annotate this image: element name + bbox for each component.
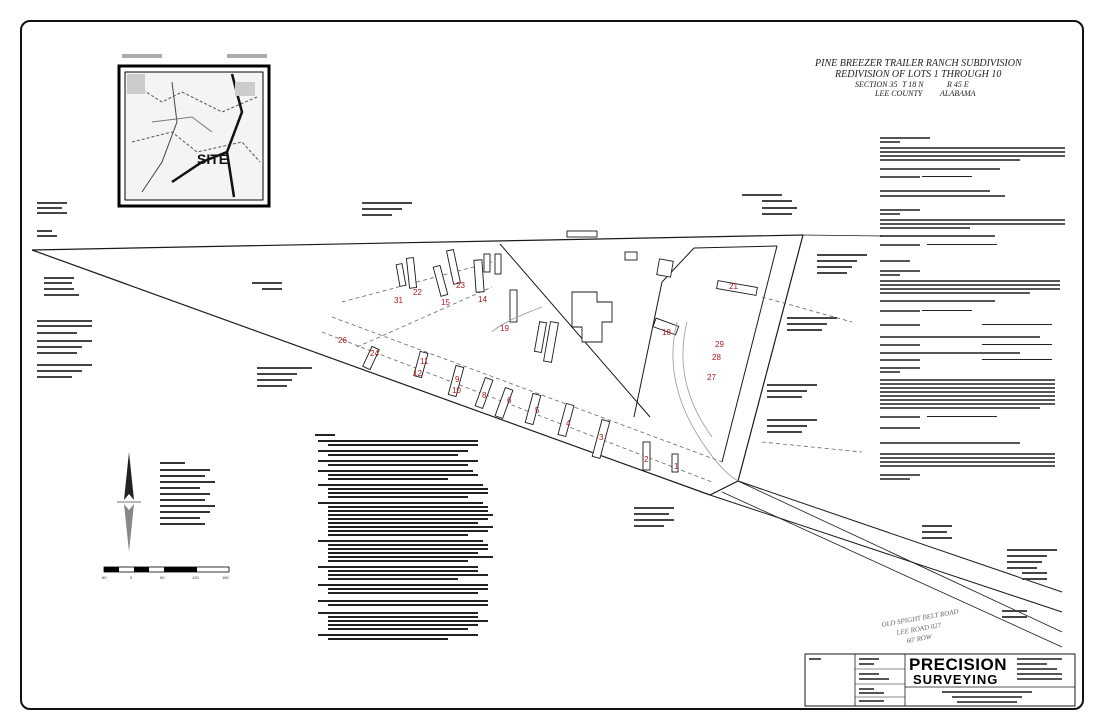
road-label: OLD SPIGHT BELT ROAD LEE ROAD 027 60' RO… (881, 608, 959, 645)
scale-tick-4: 120 (192, 575, 199, 580)
lot-number-1: 1 (674, 462, 679, 471)
title-township: T 18 N (902, 80, 924, 89)
company-name-top: PRECISION (909, 655, 1008, 674)
title-line1: PINE BREEZER TRAILER RANCH SUBDIVISION (814, 58, 1023, 69)
lot-number-29: 29 (715, 340, 724, 349)
title-state: ALABAMA (939, 89, 976, 98)
certificate-blocks (880, 137, 1065, 480)
scale-tick-2: 0 (130, 575, 133, 580)
plat-drawing: SITE PINE BREEZER TRAILER RANCH SUBDIVIS… (31, 54, 1076, 707)
lot-number-11: 11 (420, 357, 429, 366)
company-logo: PRECISION SURVEYING (909, 655, 1014, 691)
title-block: PINE BREEZER TRAILER RANCH SUBDIVISION R… (814, 58, 1023, 98)
drive-paths (491, 306, 739, 482)
lot-numbers: 1 2 3 4 5 6 8 9 10 11 12 14 15 18 19 21 … (338, 281, 738, 471)
lot-number-10: 10 (452, 386, 461, 395)
site-label: SITE (197, 151, 228, 167)
scale-tick-1: 60 (102, 575, 107, 580)
lot-number-9: 9 (455, 375, 460, 384)
structures (362, 230, 758, 473)
lot-number-8: 8 (482, 391, 487, 400)
lot-number-21: 21 (729, 282, 738, 291)
lot-number-18: 18 (662, 328, 671, 337)
title-county: LEE COUNTY (874, 89, 924, 98)
lot-number-19: 19 (500, 324, 509, 333)
lot-number-2: 2 (644, 455, 649, 464)
north-arrow-icon (117, 452, 141, 552)
lot-number-23: 23 (456, 281, 465, 290)
lot-number-14: 14 (478, 295, 487, 304)
parcel-boundary (31, 234, 1063, 648)
legend (160, 462, 215, 525)
lot-number-3: 3 (599, 433, 604, 442)
general-notes (315, 434, 493, 640)
lot-number-27: 27 (707, 373, 716, 382)
drawing-title-text (809, 658, 1062, 703)
lot-number-24: 24 (370, 349, 379, 358)
lot-number-5: 5 (535, 406, 540, 415)
company-name-bottom: SURVEYING (913, 672, 999, 687)
plat-sheet: SITE PINE BREEZER TRAILER RANCH SUBDIVIS… (20, 20, 1084, 710)
scale-tick-5: 180 (222, 575, 229, 580)
title-range: R 45 E (946, 80, 969, 89)
lot-number-31: 31 (394, 296, 403, 305)
lot-number-28: 28 (712, 353, 721, 362)
lot-number-4: 4 (566, 419, 571, 428)
scale-tick-3: 60 (160, 575, 165, 580)
lot-number-22: 22 (413, 288, 422, 297)
lot-number-6: 6 (507, 396, 512, 405)
survey-callouts (37, 194, 1057, 618)
lot-number-15: 15 (441, 298, 450, 307)
lot-number-26: 26 (338, 336, 347, 345)
title-line2: REDIVISION OF LOTS 1 THROUGH 10 (834, 69, 1001, 80)
drawing-title-box (804, 653, 1076, 707)
lot-number-12: 12 (413, 369, 422, 378)
scale-bar: 60 0 60 120 180 (102, 566, 229, 580)
title-section: SECTION 35 (855, 80, 897, 89)
vicinity-map: SITE (117, 54, 271, 208)
